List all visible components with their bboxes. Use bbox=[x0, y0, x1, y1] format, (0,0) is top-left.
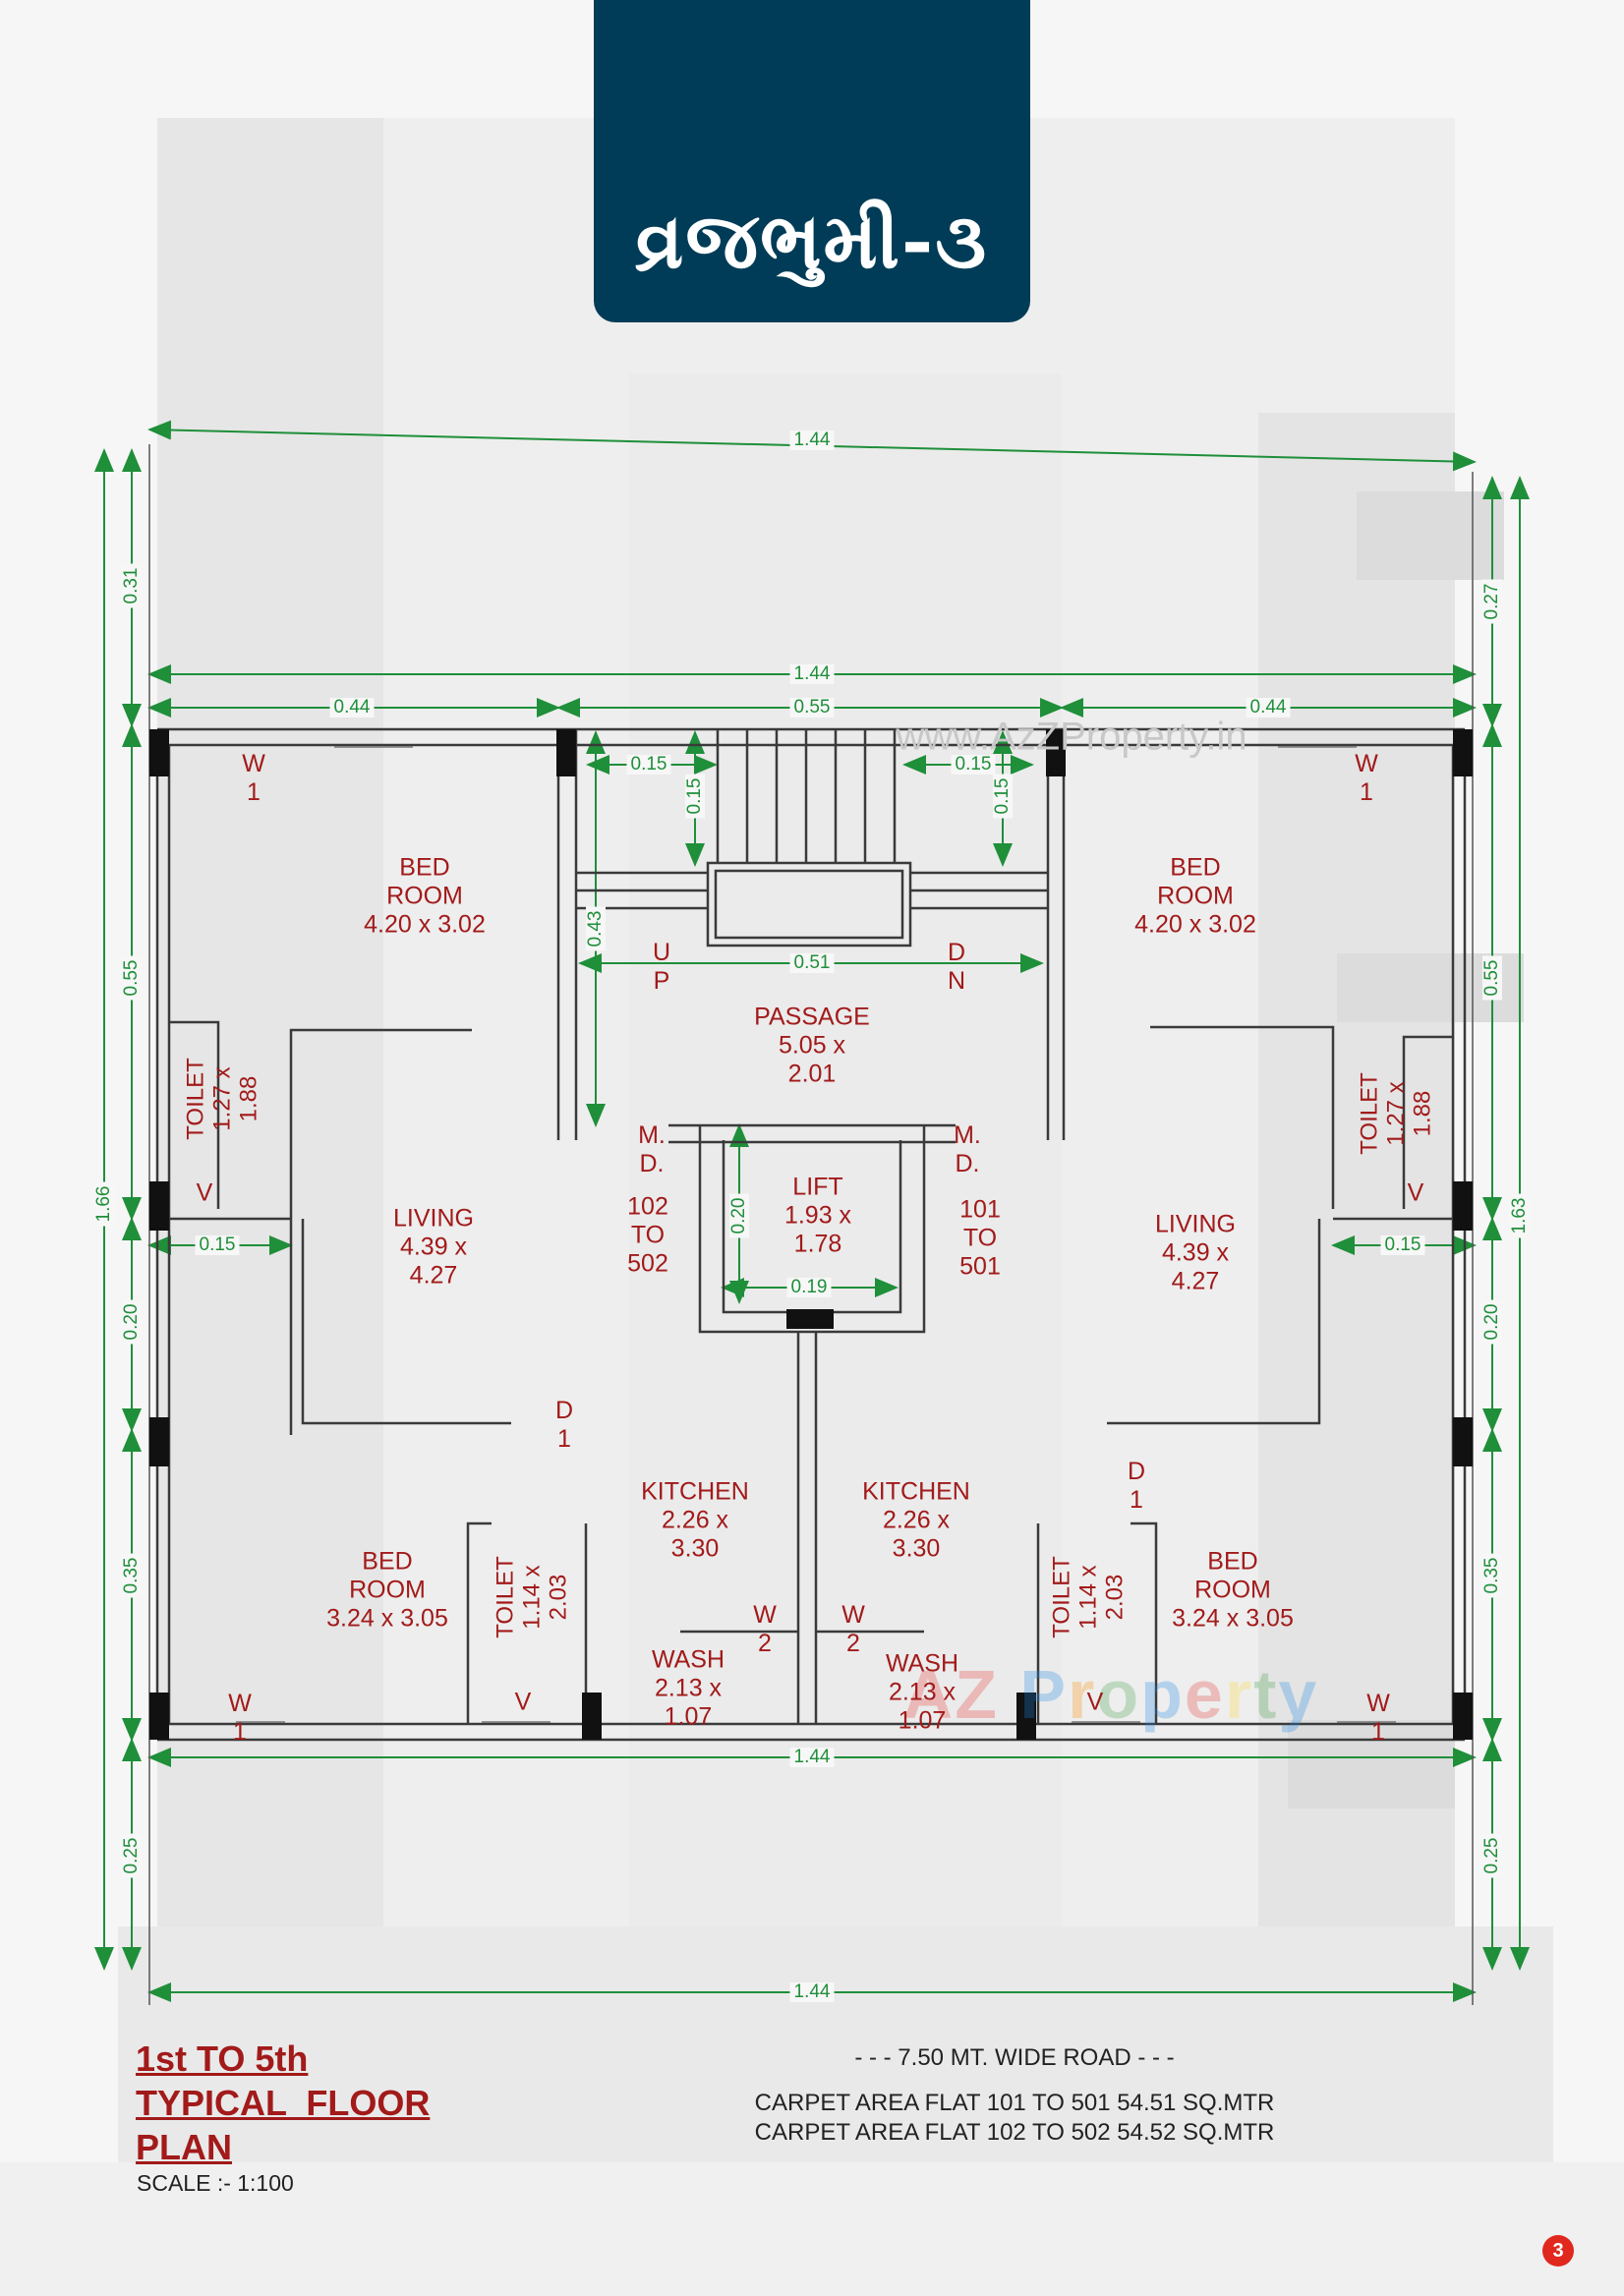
vent-marker-lr: V bbox=[1086, 1688, 1104, 1716]
dim-mid-total: 1.44 bbox=[789, 1748, 835, 1767]
dim-right-upper: 0.55 bbox=[1481, 955, 1502, 1001]
dim-center-span: 0.55 bbox=[789, 698, 835, 718]
dim-inner-total: 1.44 bbox=[789, 664, 835, 684]
dim-bottom-total: 1.44 bbox=[789, 1982, 835, 2002]
column bbox=[149, 1693, 169, 1740]
scale-note: SCALE :- 1:100 bbox=[137, 2170, 294, 2196]
dim-left-lower: 0.35 bbox=[121, 1553, 142, 1598]
watermark-brand: AZ Property bbox=[902, 1656, 1319, 1733]
stair-well-inner bbox=[714, 869, 904, 940]
vent-marker-ur: V bbox=[1407, 1178, 1424, 1207]
dim-right-lower: 0.35 bbox=[1481, 1553, 1502, 1598]
header-banner: વ્રજભુમી-૩ bbox=[594, 0, 1030, 322]
column bbox=[786, 1309, 834, 1329]
dim-top-total: 1.44 bbox=[789, 430, 835, 450]
dim-stair-width: 0.51 bbox=[789, 953, 835, 973]
dim-left-bottom: 0.25 bbox=[121, 1833, 142, 1878]
stair-well bbox=[706, 861, 912, 947]
dim-left-mid: 0.20 bbox=[121, 1299, 142, 1345]
wall-living-r-top bbox=[1150, 1025, 1335, 1209]
column bbox=[149, 1417, 169, 1466]
dim-toilet-offset-right: 0.15 bbox=[1380, 1235, 1425, 1255]
project-title: વ્રજભુમી-૩ bbox=[635, 197, 989, 286]
dim-right-total: 1.63 bbox=[1509, 1193, 1530, 1238]
dim-left-upper: 0.55 bbox=[121, 955, 142, 1001]
column bbox=[149, 1181, 169, 1231]
vent-marker-ul: V bbox=[196, 1178, 213, 1207]
lift-shaft bbox=[698, 1125, 926, 1334]
dim-stair-depth-right: 0.15 bbox=[992, 774, 1013, 819]
dim-stair-side-left: 0.15 bbox=[626, 755, 671, 775]
dim-left-span: 0.44 bbox=[329, 698, 375, 718]
carpet-area-101: CARPET AREA FLAT 101 TO 501 54.51 SQ.MTR bbox=[754, 2090, 1275, 2116]
dim-left-top: 0.31 bbox=[121, 563, 142, 608]
carpet-area-102: CARPET AREA FLAT 102 TO 502 54.52 SQ.MTR bbox=[754, 2119, 1275, 2146]
dim-stair-side-right: 0.15 bbox=[951, 755, 996, 775]
column bbox=[1453, 1693, 1473, 1740]
dim-right-span: 0.44 bbox=[1246, 698, 1291, 718]
main-door-marker-left: M.D. bbox=[638, 1121, 666, 1177]
wall-living-l-top bbox=[289, 1028, 472, 1209]
road-note: - - - 7.50 MT. WIDE ROAD - - - bbox=[854, 2044, 1175, 2071]
page-number-badge: 3 bbox=[1542, 2235, 1574, 2267]
dim-stair-height: 0.43 bbox=[585, 906, 606, 951]
dim-lift-height: 0.20 bbox=[728, 1193, 749, 1238]
wall-toilet-ul bbox=[169, 1020, 220, 1209]
dim-right-bottom: 0.25 bbox=[1481, 1833, 1502, 1878]
dim-toilet-offset-left: 0.15 bbox=[195, 1235, 240, 1255]
column bbox=[1453, 1181, 1473, 1231]
column bbox=[1453, 729, 1473, 776]
column bbox=[149, 729, 169, 776]
column bbox=[1016, 1693, 1036, 1740]
dim-stair-depth-left: 0.15 bbox=[684, 774, 705, 819]
column bbox=[556, 729, 576, 776]
main-door-marker-right: M.D. bbox=[954, 1121, 981, 1177]
wall-toilet-lr-right bbox=[1131, 1521, 1158, 1724]
watermark-site: www.AzZProperty.in bbox=[896, 715, 1247, 759]
wall-living-l-bottom bbox=[301, 1219, 511, 1425]
vent-marker-ll: V bbox=[514, 1688, 532, 1716]
dim-left-total: 1.66 bbox=[93, 1181, 114, 1227]
plan-title: 1st TO 5th TYPICAL FLOOR PLAN bbox=[136, 2038, 431, 2167]
column bbox=[582, 1693, 602, 1740]
wall-toilet-ll-left bbox=[466, 1521, 492, 1724]
dim-right-top: 0.27 bbox=[1481, 579, 1502, 624]
dim-lift-width: 0.19 bbox=[786, 1278, 832, 1297]
dim-right-mid: 0.20 bbox=[1481, 1299, 1502, 1345]
column bbox=[1046, 729, 1066, 776]
wall-toilet-ur bbox=[1402, 1035, 1453, 1209]
wall-living-r-bottom bbox=[1107, 1219, 1321, 1425]
column bbox=[1453, 1417, 1473, 1466]
